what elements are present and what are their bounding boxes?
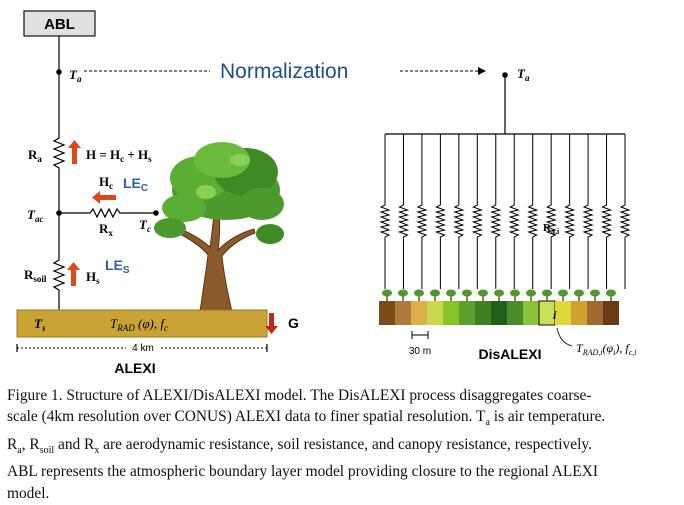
pixel-cell [411, 301, 427, 325]
lec-label: LEC [123, 175, 148, 194]
rx-resistor [59, 207, 156, 219]
trad-label: TRAD (φ), fc [110, 316, 168, 333]
ta-right-node [502, 72, 508, 78]
hs-up-arrow [67, 262, 80, 286]
h-up-arrow [68, 140, 81, 164]
hc-left-arrow [92, 191, 116, 204]
pixel-cell [427, 301, 443, 325]
ta-right-label: Ta [517, 66, 530, 83]
alexi-label: ALEXI [114, 360, 155, 376]
small-tree-crown [606, 289, 616, 297]
disalexi-resistor-column [490, 134, 502, 289]
ra-label: Ra [28, 147, 42, 164]
tc-node [153, 210, 159, 216]
hs-label: Hs [86, 269, 100, 286]
pixel-cell [475, 301, 491, 325]
g-down-arrow [265, 313, 278, 334]
small-tree-crown [430, 289, 440, 297]
small-tree-crown [510, 289, 520, 297]
abl-box: ABL [23, 10, 96, 37]
scale-4km-label: 4 km [132, 343, 154, 354]
ta-label: Ta [69, 67, 82, 84]
small-tree-crown [414, 289, 424, 297]
small-tree-crown [478, 289, 488, 297]
small-tree-crown [446, 289, 456, 297]
soil-surface [16, 309, 268, 338]
figure-caption: Figure 1. Structure of ALEXI/DisALEXI mo… [7, 385, 679, 504]
disalexi-resistor-column [416, 134, 428, 289]
pixel-cell [443, 301, 459, 325]
caption-line-4: ABL represents the atmospheric boundary … [7, 463, 598, 481]
caption-line-2: scale (4km resolution over CONUS) ALEXI … [7, 408, 606, 429]
pixel-cell [395, 301, 411, 325]
normalization-label: Normalization [220, 60, 348, 83]
scale-4km-label-bg [126, 341, 160, 354]
small-tree-crown [462, 289, 472, 297]
disalexi-resistor-column [600, 134, 613, 289]
abl-label: ABL [44, 16, 75, 33]
pixel-cell [587, 301, 603, 325]
disalexi-resistor-column [563, 134, 576, 289]
small-tree-crown [542, 289, 552, 297]
disalexi-resistor-column [619, 134, 631, 289]
tree-illustration [154, 142, 284, 313]
disalexi-resistor-column [379, 134, 391, 289]
disalexi-resistor-column [545, 134, 557, 289]
small-tree-crown [382, 289, 392, 297]
h-equation: H = Hc + Hs [86, 147, 152, 164]
trad-i-leader [556, 327, 573, 347]
disalexi-small-trees [382, 289, 616, 301]
disalexi-label: DisALEXI [478, 346, 541, 362]
pixel-cell [523, 301, 539, 325]
pixel-cell [603, 301, 619, 325]
small-tree-crown [574, 289, 584, 297]
ta-node [56, 69, 62, 75]
g-label: G [288, 315, 299, 331]
caption-line-5: model. [7, 484, 50, 502]
pixel-cell [491, 301, 507, 325]
disalexi-pixel-strip [379, 300, 619, 326]
small-tree-crown [590, 289, 600, 297]
pixel-cell [379, 301, 395, 325]
ra-resistor [52, 132, 66, 212]
small-tree-crown [398, 289, 408, 297]
disalexi-resistor-column [453, 134, 465, 289]
tc-label: Tc [139, 217, 151, 234]
pixel-cell [459, 301, 475, 325]
rsoil-label: Rsoil [24, 267, 47, 284]
caption-line-3: Ra, Rsoil and Rx are aerodynamic resista… [7, 435, 592, 456]
pixel-i-label: i [553, 308, 557, 322]
small-tree-crown [494, 289, 504, 297]
small-tree-crown [526, 289, 536, 297]
disalexi-resistor-column [527, 134, 539, 289]
rai-label: Ra,i [543, 222, 560, 236]
rsoil-resistor [52, 213, 66, 310]
disalexi-resistor-column [582, 134, 594, 289]
caption-line-1: Figure 1. Structure of ALEXI/DisALEXI mo… [7, 387, 592, 404]
pixel-cell [555, 301, 571, 325]
tac-label: Tac [27, 207, 43, 224]
hc-label: Hc [99, 174, 113, 191]
disalexi-resistor-column [434, 134, 447, 289]
ts-label: Ts [34, 316, 46, 333]
pixel-cell [507, 301, 523, 325]
disalexi-resistor-column [397, 134, 410, 289]
trad-i-label: TRAD,i(φi), fc,i [576, 341, 636, 357]
disalexi-resistor-column [508, 134, 520, 289]
les-label: LES [105, 257, 130, 276]
pixel-cell [571, 301, 587, 325]
disalexi-resistor-columns [379, 134, 631, 289]
disalexi-resistor-column [471, 134, 483, 289]
small-tree-crown [558, 289, 568, 297]
rx-label: Rx [99, 221, 113, 238]
scale-30m-label: 30 m [409, 346, 431, 357]
